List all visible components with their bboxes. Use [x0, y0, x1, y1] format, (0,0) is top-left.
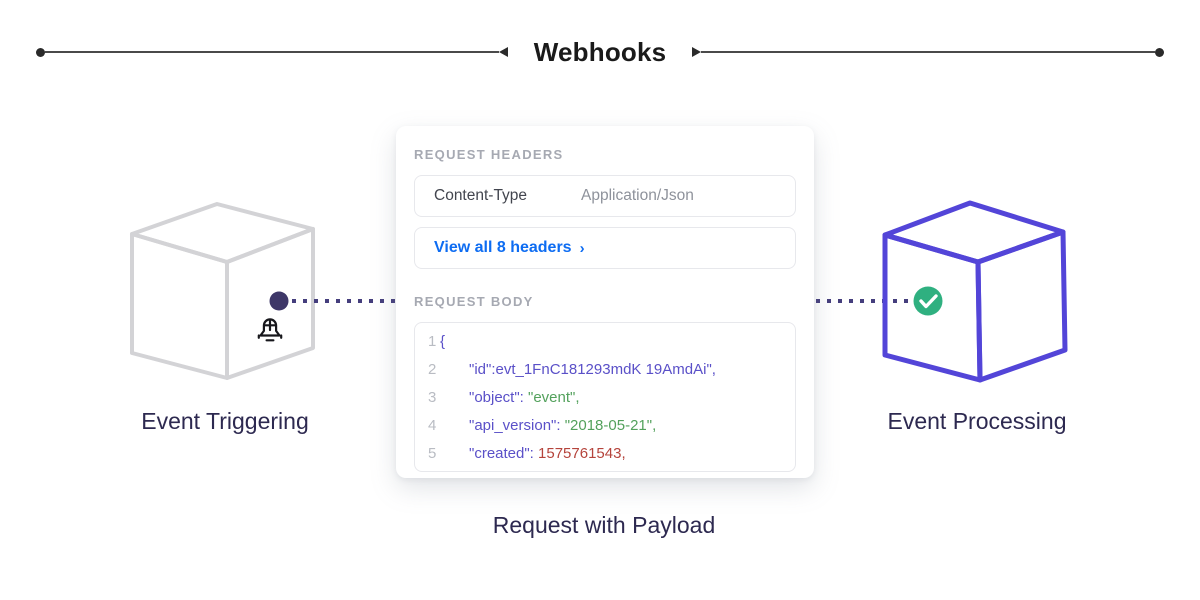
arrow-left-icon	[498, 47, 508, 57]
code-line-3: 3 "object": "event",	[415, 384, 795, 412]
code-line-5: 5 "created": 1575761543,	[415, 440, 795, 468]
event-triggering-label: Event Triggering	[141, 408, 309, 434]
code-token: "event",	[528, 389, 580, 406]
line-number: 2	[428, 361, 437, 378]
header-value: Application/Json	[581, 187, 694, 204]
code-token: "created":	[469, 445, 539, 462]
cube-left-face	[130, 232, 229, 380]
success-badge-circle	[913, 286, 943, 316]
divider-right-line	[701, 51, 1156, 53]
request-body-label: REQUEST BODY	[414, 294, 534, 309]
line-number: 1	[428, 333, 437, 350]
request-headers-label: REQUEST HEADERS	[414, 147, 564, 162]
cube-right-face	[975, 229, 1068, 383]
code-line-4: 4 "api_version": "2018-05-21",	[415, 412, 795, 440]
success-badge	[913, 286, 943, 316]
divider-left-line	[45, 51, 499, 53]
page-title: Webhooks	[533, 36, 667, 67]
code-token: "id":evt_1FnC181293mdK 19AmdAi",	[469, 361, 716, 378]
view-all-label: View all 8 headers	[434, 239, 572, 256]
check-icon	[919, 294, 938, 309]
bell-plus-sign	[264, 319, 276, 332]
event-processing-cube	[882, 200, 1068, 383]
divider-right-dot	[1155, 47, 1165, 57]
bell-plus-icon	[257, 318, 283, 342]
chevron-right-icon: ›	[579, 239, 585, 257]
view-all-headers-button[interactable]: View all 8 headers ›	[414, 227, 796, 269]
code-token: 1575761543,	[538, 445, 626, 462]
bell-body	[259, 318, 281, 337]
cube-right-face	[225, 227, 315, 380]
request-card: REQUEST HEADERS Content-Type Application…	[396, 126, 814, 478]
event-processing-label: Event Processing	[887, 408, 1067, 434]
cube-top-face	[882, 200, 1066, 265]
line-number: 4	[428, 417, 437, 434]
title-divider: Webhooks	[0, 36, 1200, 67]
line-number: 3	[428, 389, 437, 406]
event-triggering-cube	[130, 202, 315, 380]
header-row: Content-Type Application/Json	[414, 175, 796, 217]
bell-feet	[257, 334, 283, 339]
cube-top-face	[130, 202, 315, 264]
code-line-1: 1 {	[415, 328, 795, 356]
request-body-code: 1 { 2 "id":evt_1FnC181293mdK 19AmdAi", 3…	[414, 322, 796, 472]
request-with-payload-caption: Request with Payload	[492, 512, 716, 538]
code-token: "api_version":	[469, 417, 565, 434]
code-line-2: 2 "id":evt_1FnC181293mdK 19AmdAi",	[415, 356, 795, 384]
trigger-dot	[269, 291, 289, 311]
code-token: "object":	[469, 389, 529, 406]
code-token: {	[440, 333, 446, 350]
header-name: Content-Type	[434, 187, 528, 204]
arrow-right-icon	[692, 47, 702, 57]
line-number: 5	[428, 445, 437, 462]
divider-left-dot	[36, 47, 45, 57]
code-token: "2018-05-21",	[564, 417, 657, 434]
